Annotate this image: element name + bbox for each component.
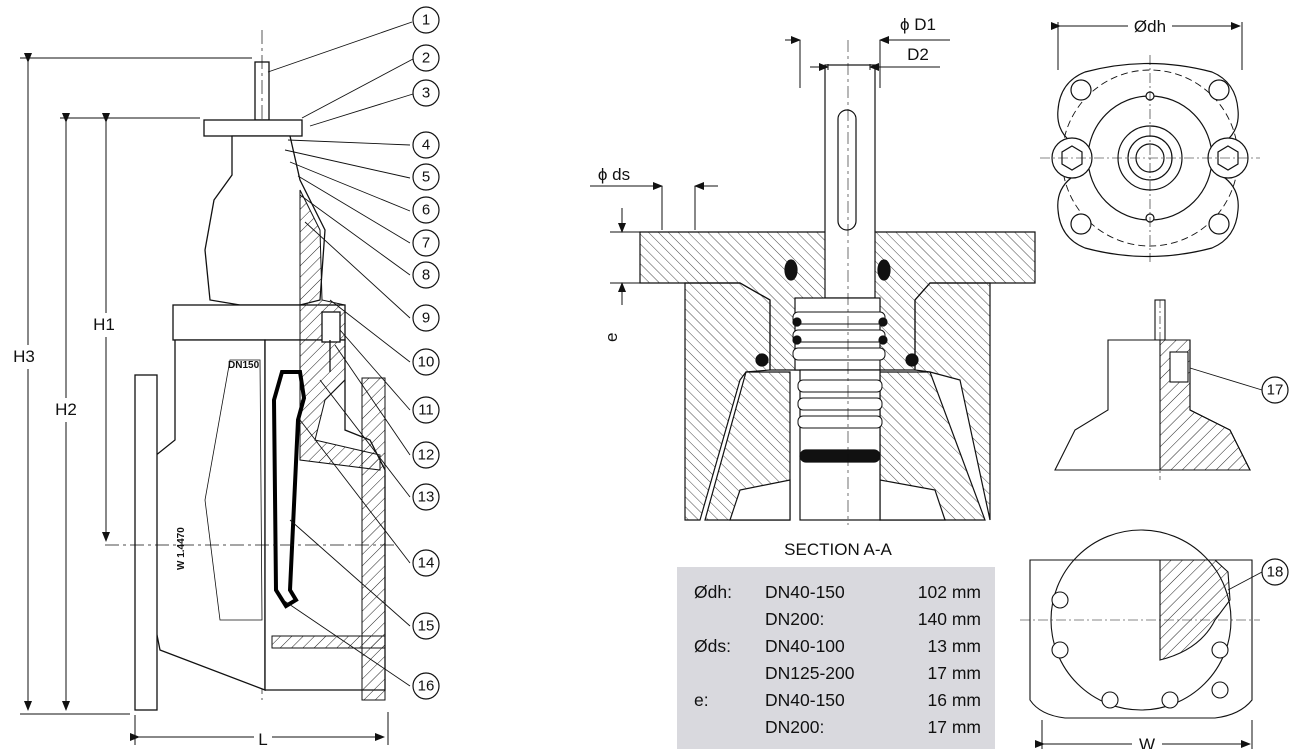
callout-label: 8: [422, 267, 430, 284]
callout-label: 7: [422, 235, 430, 252]
callout-label: 11: [418, 402, 434, 419]
callout-label: 13: [418, 489, 435, 506]
callout-8: 8: [412, 261, 440, 289]
spec-range: DN40-150: [765, 582, 845, 602]
callout-17: 17: [1261, 376, 1289, 404]
w-bg: [1132, 737, 1162, 749]
callout-label: 3: [422, 85, 430, 102]
material-marking: W 1.4470: [176, 527, 187, 570]
callout-10: 10: [412, 348, 440, 376]
callout-label: 9: [422, 310, 430, 327]
spec-range: DN40-150: [765, 690, 845, 710]
dim-w: W: [1139, 735, 1155, 749]
spec-range: DN40-100: [765, 636, 845, 656]
spec-value: 102 mm: [917, 582, 981, 602]
spec-range: DN200:: [765, 609, 825, 629]
dim-ds: ϕ ds: [598, 165, 630, 184]
callout-1: 1: [412, 6, 440, 34]
side-view: [1054, 299, 1251, 480]
h2-bg: [52, 398, 80, 422]
spec-key: Øds:: [694, 636, 731, 656]
callout-3: 3: [412, 79, 440, 107]
spec-value: 140 mm: [917, 609, 981, 629]
callout-15: 15: [412, 612, 440, 640]
leader-17: [1189, 367, 1263, 391]
callout-5: 5: [412, 163, 440, 191]
callout-2: 2: [412, 44, 440, 72]
dim-l: L: [258, 730, 267, 749]
l-bg: [254, 727, 272, 749]
callout-14: 14: [412, 549, 440, 577]
callout-6: 6: [412, 196, 440, 224]
spec-row: DN200: 17 mm: [677, 714, 995, 740]
callout-label: 12: [418, 447, 435, 464]
dim-d1: ϕ D1: [900, 15, 936, 34]
dh-bg: [1128, 14, 1172, 36]
callout-9: 9: [412, 304, 440, 332]
callout-4: 4: [412, 131, 440, 159]
spec-table: Ødh: DN40-150 102 mm DN200: 140 mm Øds: …: [677, 567, 995, 749]
dim-e: e: [602, 333, 621, 342]
section-a-a-view: [639, 40, 1036, 525]
callout-list: 1 2 3 4 5 6 7 8 9 10 11 12 13 14 15 16: [412, 6, 440, 700]
section-dimensions: [590, 36, 950, 305]
leader-18: [1227, 571, 1263, 591]
callout-leaders: [267, 21, 414, 687]
callout-18: 18: [1261, 558, 1289, 586]
dim-d2: D2: [907, 45, 929, 64]
callout-label: 10: [418, 354, 435, 371]
dim-h1: H1: [93, 315, 115, 334]
callout-label: 14: [418, 555, 435, 572]
callout-label: 16: [418, 678, 435, 695]
callout-label: 4: [422, 137, 430, 154]
spec-value: 13 mm: [927, 636, 981, 656]
spec-row: Ødh: DN40-150 102 mm: [677, 579, 995, 605]
top-view: [1040, 55, 1260, 262]
h3-bg: [10, 345, 38, 369]
callout-label: 18: [1267, 564, 1284, 581]
spec-row: e: DN40-150 16 mm: [677, 687, 995, 713]
section-title: SECTION A-A: [784, 540, 892, 559]
main-valve-view: [105, 30, 395, 711]
spec-row: DN125-200 17 mm: [677, 660, 995, 686]
callout-label: 2: [422, 50, 430, 67]
callout-13: 13: [412, 483, 440, 511]
callout-7: 7: [412, 229, 440, 257]
spec-range: DN125-200: [765, 663, 855, 683]
callout-label: 5: [422, 169, 430, 186]
callout-11: 11: [412, 396, 440, 424]
callout-12: 12: [412, 441, 440, 469]
dim-dh: Ødh: [1134, 17, 1166, 36]
spec-row: Øds: DN40-100 13 mm: [677, 633, 995, 659]
spec-key: e:: [694, 690, 709, 710]
spec-row: DN200: 140 mm: [677, 606, 995, 632]
spec-value: 17 mm: [927, 717, 981, 737]
dim-h3: H3: [13, 347, 35, 366]
callout-label: 6: [422, 202, 430, 219]
callout-label: 1: [422, 12, 430, 29]
spec-value: 17 mm: [927, 663, 981, 683]
spec-value: 16 mm: [927, 690, 981, 710]
callout-label: 15: [418, 618, 435, 635]
dim-h2: H2: [55, 400, 77, 419]
spec-range: DN200:: [765, 717, 825, 737]
callout-label: 17: [1267, 382, 1284, 399]
spec-key: Ødh:: [694, 582, 732, 602]
h1-bg: [92, 313, 120, 337]
callout-16: 16: [412, 672, 440, 700]
bottom-view: [1020, 529, 1260, 719]
body-marking-dn: DN150: [228, 360, 260, 371]
